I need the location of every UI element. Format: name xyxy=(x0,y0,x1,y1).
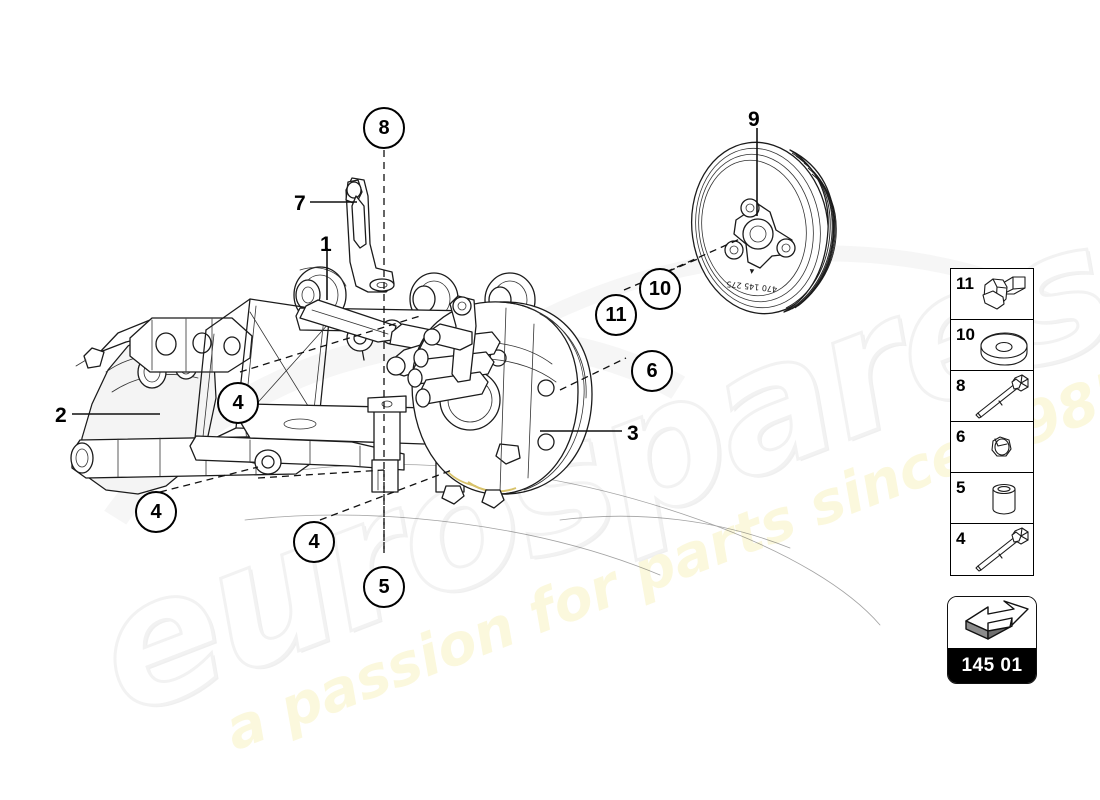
callout-5-label: 5 xyxy=(378,575,390,598)
part-9-belt-pulley: 470 145 275 ▲ xyxy=(690,141,837,315)
parts-row-10[interactable]: 10 xyxy=(951,320,1033,371)
parts-legend-table: 11 10 8 xyxy=(950,268,1034,576)
callout-11[interactable]: 11 xyxy=(595,294,637,336)
callout-9[interactable]: 9 xyxy=(748,108,760,131)
part-7-slotted-bracket xyxy=(345,177,395,293)
parts-row-5-number: 5 xyxy=(956,478,966,497)
parts-row-8[interactable]: 8 xyxy=(951,371,1033,422)
long-flange-bolt-icon xyxy=(975,527,1029,572)
flat-washer-icon xyxy=(980,332,1028,366)
callout-3[interactable]: 3 xyxy=(627,422,639,445)
callout-4-lower-left-label: 4 xyxy=(150,500,162,523)
svg-text:▲: ▲ xyxy=(749,268,755,275)
callout-11-label: 11 xyxy=(605,303,627,326)
callout-5[interactable]: 5 xyxy=(363,566,405,608)
long-flange-bolt-icon xyxy=(975,374,1029,419)
parts-row-4[interactable]: 4 xyxy=(951,524,1033,575)
callout-6-label: 6 xyxy=(646,359,658,382)
callout-4-upper-label: 4 xyxy=(232,391,244,414)
group-code-badge[interactable]: 145 01 xyxy=(947,596,1037,684)
callout-8-label: 8 xyxy=(378,116,390,139)
parts-row-11-number: 11 xyxy=(956,274,974,293)
parts-row-11[interactable]: 11 xyxy=(951,269,1033,320)
callout-10[interactable]: 10 xyxy=(639,268,681,310)
background-body-outline xyxy=(244,464,881,626)
small-nut-icon xyxy=(991,436,1012,457)
spacer-sleeve-icon xyxy=(992,483,1016,515)
flange-bolt-short-icon xyxy=(982,276,1026,310)
callout-4-lower-center[interactable]: 4 xyxy=(293,521,335,563)
direction-arrow-icon xyxy=(948,597,1036,650)
pump-mount-arm xyxy=(423,295,477,383)
parts-row-6-number: 6 xyxy=(956,427,966,446)
callout-4-upper[interactable]: 4 xyxy=(217,382,259,424)
parts-row-5[interactable]: 5 xyxy=(951,473,1033,524)
callout-7[interactable]: 7 xyxy=(294,192,306,215)
callout-2[interactable]: 2 xyxy=(55,404,67,427)
callout-6[interactable]: 6 xyxy=(631,350,673,392)
parts-row-8-number: 8 xyxy=(956,376,966,395)
parts-row-4-number: 4 xyxy=(956,529,966,548)
parts-row-10-number: 10 xyxy=(956,325,975,344)
callout-8[interactable]: 8 xyxy=(363,107,405,149)
callout-4-lower-left[interactable]: 4 xyxy=(135,491,177,533)
parts-row-6[interactable]: 6 xyxy=(951,422,1033,473)
callout-4-lower-center-label: 4 xyxy=(308,530,320,553)
pulley-hub xyxy=(724,198,796,269)
group-code-label: 145 01 xyxy=(948,648,1036,683)
callout-1[interactable]: 1 xyxy=(320,233,332,256)
leader-lines xyxy=(72,128,758,432)
callout-10-label: 10 xyxy=(648,277,672,300)
